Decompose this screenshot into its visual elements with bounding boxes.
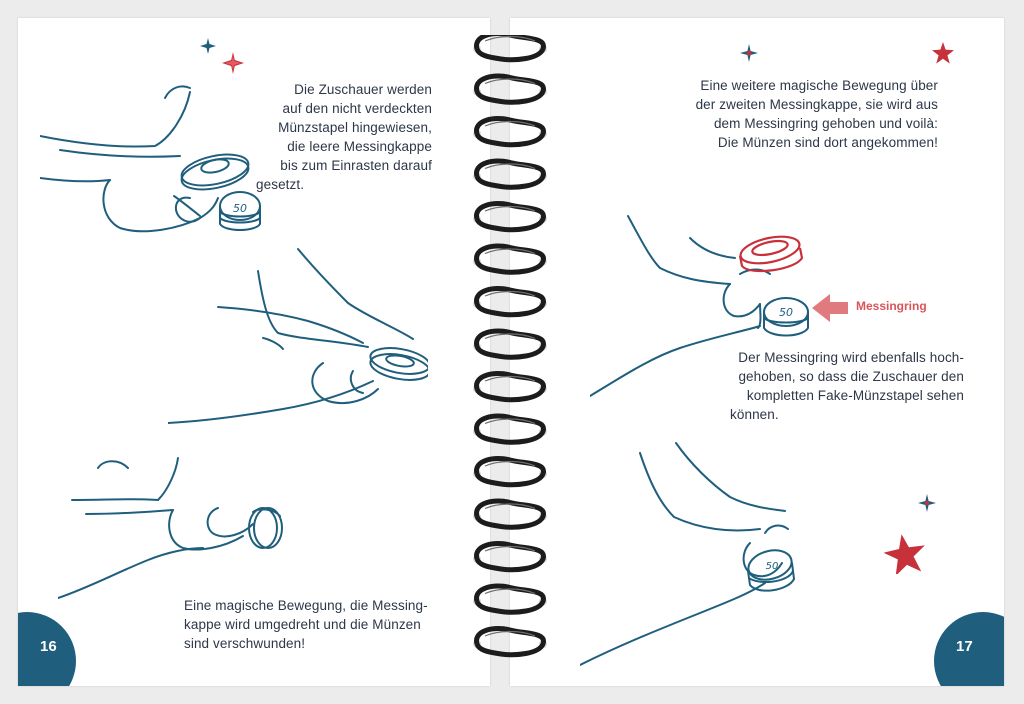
spiral-highlight xyxy=(484,333,536,340)
spiral-loop xyxy=(474,243,546,275)
spiral-highlight xyxy=(484,460,536,467)
paragraph-2: Eine magische Bewegung, die Messing- kap… xyxy=(184,596,474,653)
spiral-highlight xyxy=(484,503,536,510)
spiral-highlight xyxy=(484,630,536,637)
spiral-highlight xyxy=(484,78,536,85)
page-right: Eine weitere magische Bewegung über der … xyxy=(510,18,1004,686)
star-icon xyxy=(883,534,926,579)
page-number-badge: 17 xyxy=(934,612,1004,686)
text-line: die leere Messingkappe xyxy=(287,139,432,154)
paragraph-1: Die Zuschauer werden auf den nicht verde… xyxy=(232,80,432,194)
spiral-loop xyxy=(474,116,546,148)
spiral-loop xyxy=(474,541,546,573)
coin-label: 50 xyxy=(766,561,779,572)
text-line: bis zum Einrasten darauf xyxy=(280,158,432,173)
text-line: Münzstapel hingewiesen, xyxy=(278,120,432,135)
spiral-highlight xyxy=(484,35,536,42)
text-line: kompletten Fake-Münzstapel sehen xyxy=(746,388,964,403)
spiral-highlight xyxy=(484,163,536,170)
paragraph-2: Der Messingring wird ebenfalls hoch- geh… xyxy=(674,348,964,424)
text-line: Eine magische Bewegung, die Messing- xyxy=(184,598,428,613)
coin-label: 50 xyxy=(233,202,247,215)
spiral-loop xyxy=(474,201,546,233)
spiral-highlight xyxy=(484,248,536,255)
spiral-highlight xyxy=(484,290,536,297)
page-number: 17 xyxy=(956,638,973,655)
spiral-loop xyxy=(474,328,546,360)
text-line: gesetzt. xyxy=(256,177,305,192)
text-line: gehoben, so dass die Zuschauer den xyxy=(738,369,964,384)
spiral-loop xyxy=(474,35,546,63)
spiral-loop xyxy=(474,286,546,318)
spiral-loop xyxy=(474,456,546,488)
star-icon xyxy=(200,38,216,59)
page-number: 16 xyxy=(40,638,57,655)
spiral-highlight xyxy=(484,375,536,382)
star-icon xyxy=(918,494,936,517)
spiral-highlight xyxy=(484,120,536,127)
spiral-loop xyxy=(474,158,546,190)
text-line: Eine weitere magische Bewegung über xyxy=(700,78,938,93)
text-line: dem Messingring gehoben und voilà: xyxy=(713,116,938,131)
text-line: auf den nicht verdeckten xyxy=(282,101,432,116)
spiral-loop xyxy=(474,73,546,105)
text-line: Der Messingring wird ebenfalls hoch- xyxy=(738,350,964,365)
text-line: kappe wird umgedreht und die Münzen xyxy=(184,617,421,632)
text-line: der zweiten Messingkappe, sie wird aus xyxy=(695,97,938,112)
hand-illustration-2 xyxy=(168,248,428,424)
text-line: können. xyxy=(730,407,779,422)
page-left: Die Zuschauer werden auf den nicht verde… xyxy=(18,18,490,686)
messingring-label: Messingring xyxy=(856,299,927,313)
spiral-loop xyxy=(474,626,546,658)
spiral-binding xyxy=(473,35,547,658)
text-line: sind verschwunden! xyxy=(184,636,306,651)
coin-label: 50 xyxy=(779,306,793,319)
spiral-loop xyxy=(474,498,546,530)
spiral-highlight xyxy=(484,205,536,212)
spiral-loop xyxy=(474,583,546,615)
spiral-highlight xyxy=(484,588,536,595)
page-number-badge: 16 xyxy=(18,612,76,686)
hand-illustration-1: 50 xyxy=(40,85,261,233)
star-icon xyxy=(932,42,954,69)
spiral-loop xyxy=(474,413,546,445)
hand-illustration-5: 50 xyxy=(580,442,795,666)
spiral-highlight xyxy=(484,545,536,552)
hand-illustration-4: 50 xyxy=(590,215,809,397)
hand-illustration-3 xyxy=(58,457,283,599)
spiral-loop xyxy=(474,371,546,403)
star-icon xyxy=(740,44,758,67)
star-icon xyxy=(222,52,244,79)
paragraph-1: Eine weitere magische Bewegung über der … xyxy=(648,76,938,152)
text-line: Die Münzen sind dort angekommen! xyxy=(717,135,938,150)
text-line: Die Zuschauer werden xyxy=(294,82,432,97)
arrow-right-icon xyxy=(812,294,848,327)
spiral-highlight xyxy=(484,418,536,425)
